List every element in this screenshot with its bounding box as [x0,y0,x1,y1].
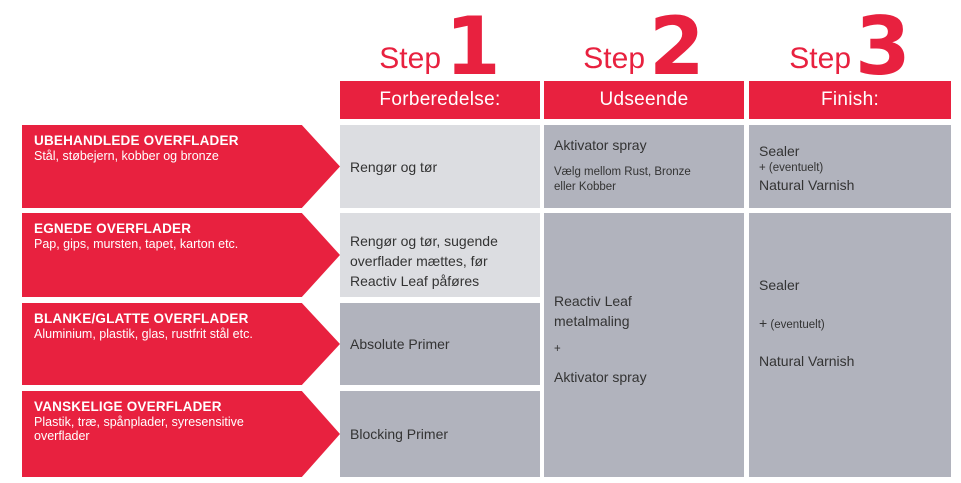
prep-cell-glossy: Absolute Primer [340,303,540,385]
finish-second: Natural Varnish [759,353,855,369]
row-title: BLANKE/GLATTE OVERFLADER [34,311,249,326]
step-word: Step [789,42,852,75]
finish-second: Natural Varnish [759,177,855,193]
look-main: Reactiv Leaf metalmaling [554,293,632,329]
row-label-untreated: UBEHANDLEDE OVERFLADER Stål, støbejern, … [22,125,340,208]
finish-main: Sealer [759,143,800,159]
finish-cell-untreated: Sealer + (eventuelt) Natural Varnish [749,125,951,208]
look-note: Vælg mellom Rust, Bronze eller Kobber [554,166,691,193]
column-header-appearance: Udseende [544,81,744,119]
step-number: 2 [649,0,705,94]
prep-text: Rengør og tør, sugende overflader mættes… [350,233,498,289]
step-word: Step [583,42,646,75]
prep-cell-suitable: Rengør og tør, sugende overflader mættes… [340,213,540,297]
look-cell-untreated: Aktivator spray Vælg mellom Rust, Bronze… [544,125,744,208]
look-second: Aktivator spray [554,369,647,385]
look-plus: + [554,343,561,355]
step-word: Step [379,42,442,75]
row-title: EGNEDE OVERFLADER [34,221,192,236]
row-label-glossy: BLANKE/GLATTE OVERFLADER Aluminium, plas… [22,303,340,385]
step-1-heading: Step 1 [340,0,540,94]
finish-optional: (eventuelt) [768,162,824,174]
row-label-difficult: VANSKELIGE OVERFLADER Plastik, træ, spån… [22,391,340,477]
step-2-heading: Step 2 [544,0,744,94]
row-subtitle: Stål, støbejern, kobber og bronze [34,149,219,163]
step-number: 1 [445,0,501,94]
plus-sign: + [759,162,766,174]
row-subtitle: Aluminium, plastik, glas, rustfrit stål … [34,327,253,341]
finish-cell-others: Sealer + (eventuelt) Natural Varnish [749,213,951,477]
row-title: UBEHANDLEDE OVERFLADER [34,133,239,148]
finish-main: Sealer [759,277,800,293]
prep-text: Blocking Primer [350,426,449,442]
row-subtitle: Pap, gips, mursten, tapet, karton etc. [34,237,239,251]
column-header-finish: Finish: [749,81,951,119]
prep-cell-difficult: Blocking Primer [340,391,540,477]
plus-sign: + [759,315,768,331]
prep-cell-untreated: Rengør og tør [340,125,540,208]
finish-optional: (eventuelt) [770,319,825,331]
look-main: Aktivator spray [554,137,647,153]
column-header-preparation: Forberedelse: [340,81,540,119]
prep-text: Rengør og tør [350,158,438,175]
row-title: VANSKELIGE OVERFLADER [34,399,222,414]
row-label-suitable: EGNEDE OVERFLADER Pap, gips, mursten, ta… [22,213,340,297]
prep-text: Absolute Primer [350,336,450,352]
look-cell-others: Reactiv Leaf metalmaling + Aktivator spr… [544,213,744,477]
step-number: 3 [855,0,911,94]
step-3-heading: Step 3 [749,0,951,94]
row-subtitle: Plastik, træ, spånplader, syresensitive … [34,415,244,443]
